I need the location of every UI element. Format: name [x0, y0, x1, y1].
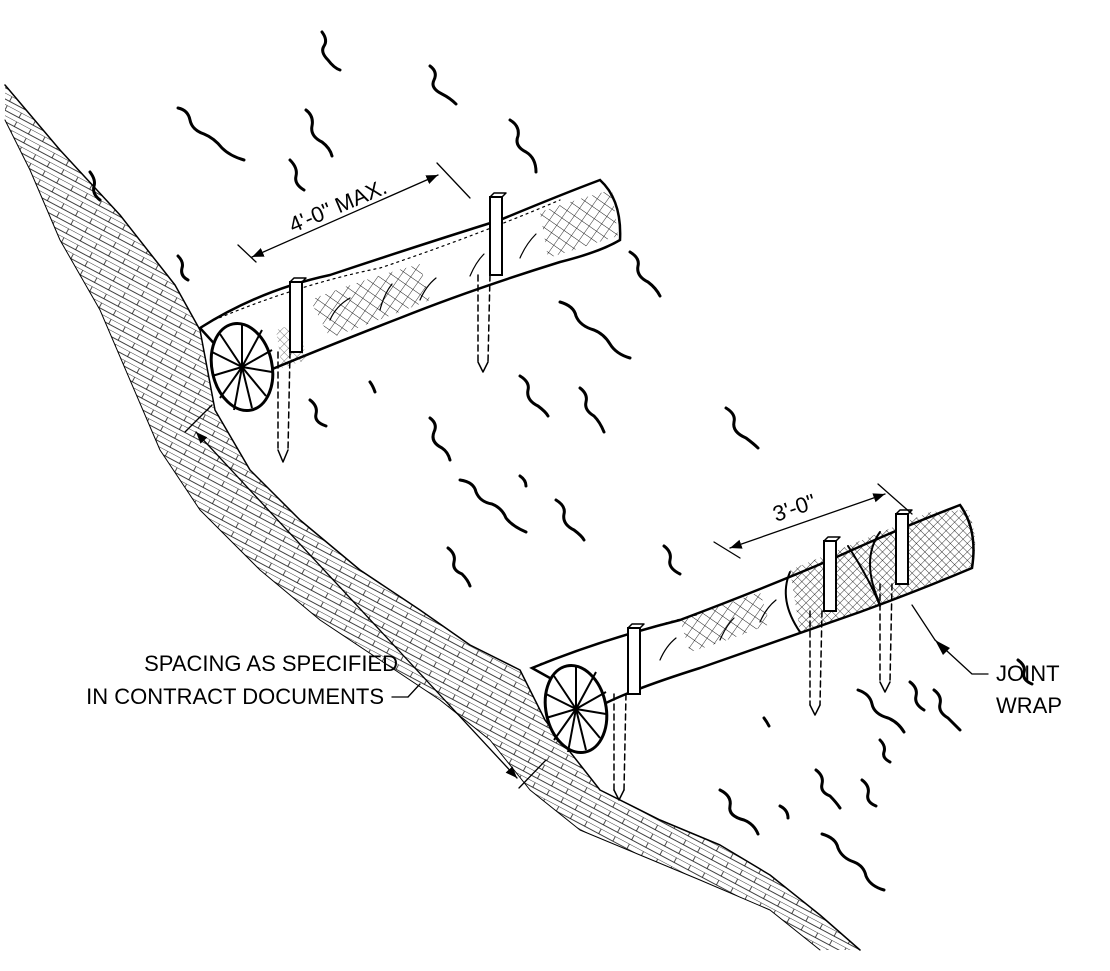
spacing-callout-line1: SPACING AS SPECIFIED [144, 651, 398, 676]
upper-spacing-dimension [237, 162, 471, 263]
joint-wrap-line2: WRAP [996, 693, 1062, 718]
spacing-callout: SPACING AS SPECIFIED IN CONTRACT DOCUMEN… [86, 651, 421, 709]
joint-wrap-callout: JOINT WRAP [911, 604, 1062, 718]
lower-spacing-label: 3'-0" [769, 489, 819, 527]
upper-stake-right [477, 192, 507, 373]
upper-fiber-roll [198, 178, 622, 412]
spacing-callout-line2: IN CONTRACT DOCUMENTS [86, 684, 384, 709]
slope-spacing-dimension [184, 404, 547, 789]
joint-wrap-line1: JOINT [996, 661, 1060, 686]
lower-stake-left [613, 623, 645, 801]
upper-spacing-label: 4'-0" MAX. [285, 174, 390, 238]
lower-spacing-dimension [713, 483, 913, 559]
lower-stake-middle [809, 536, 841, 716]
soil-slope [4, 84, 861, 951]
